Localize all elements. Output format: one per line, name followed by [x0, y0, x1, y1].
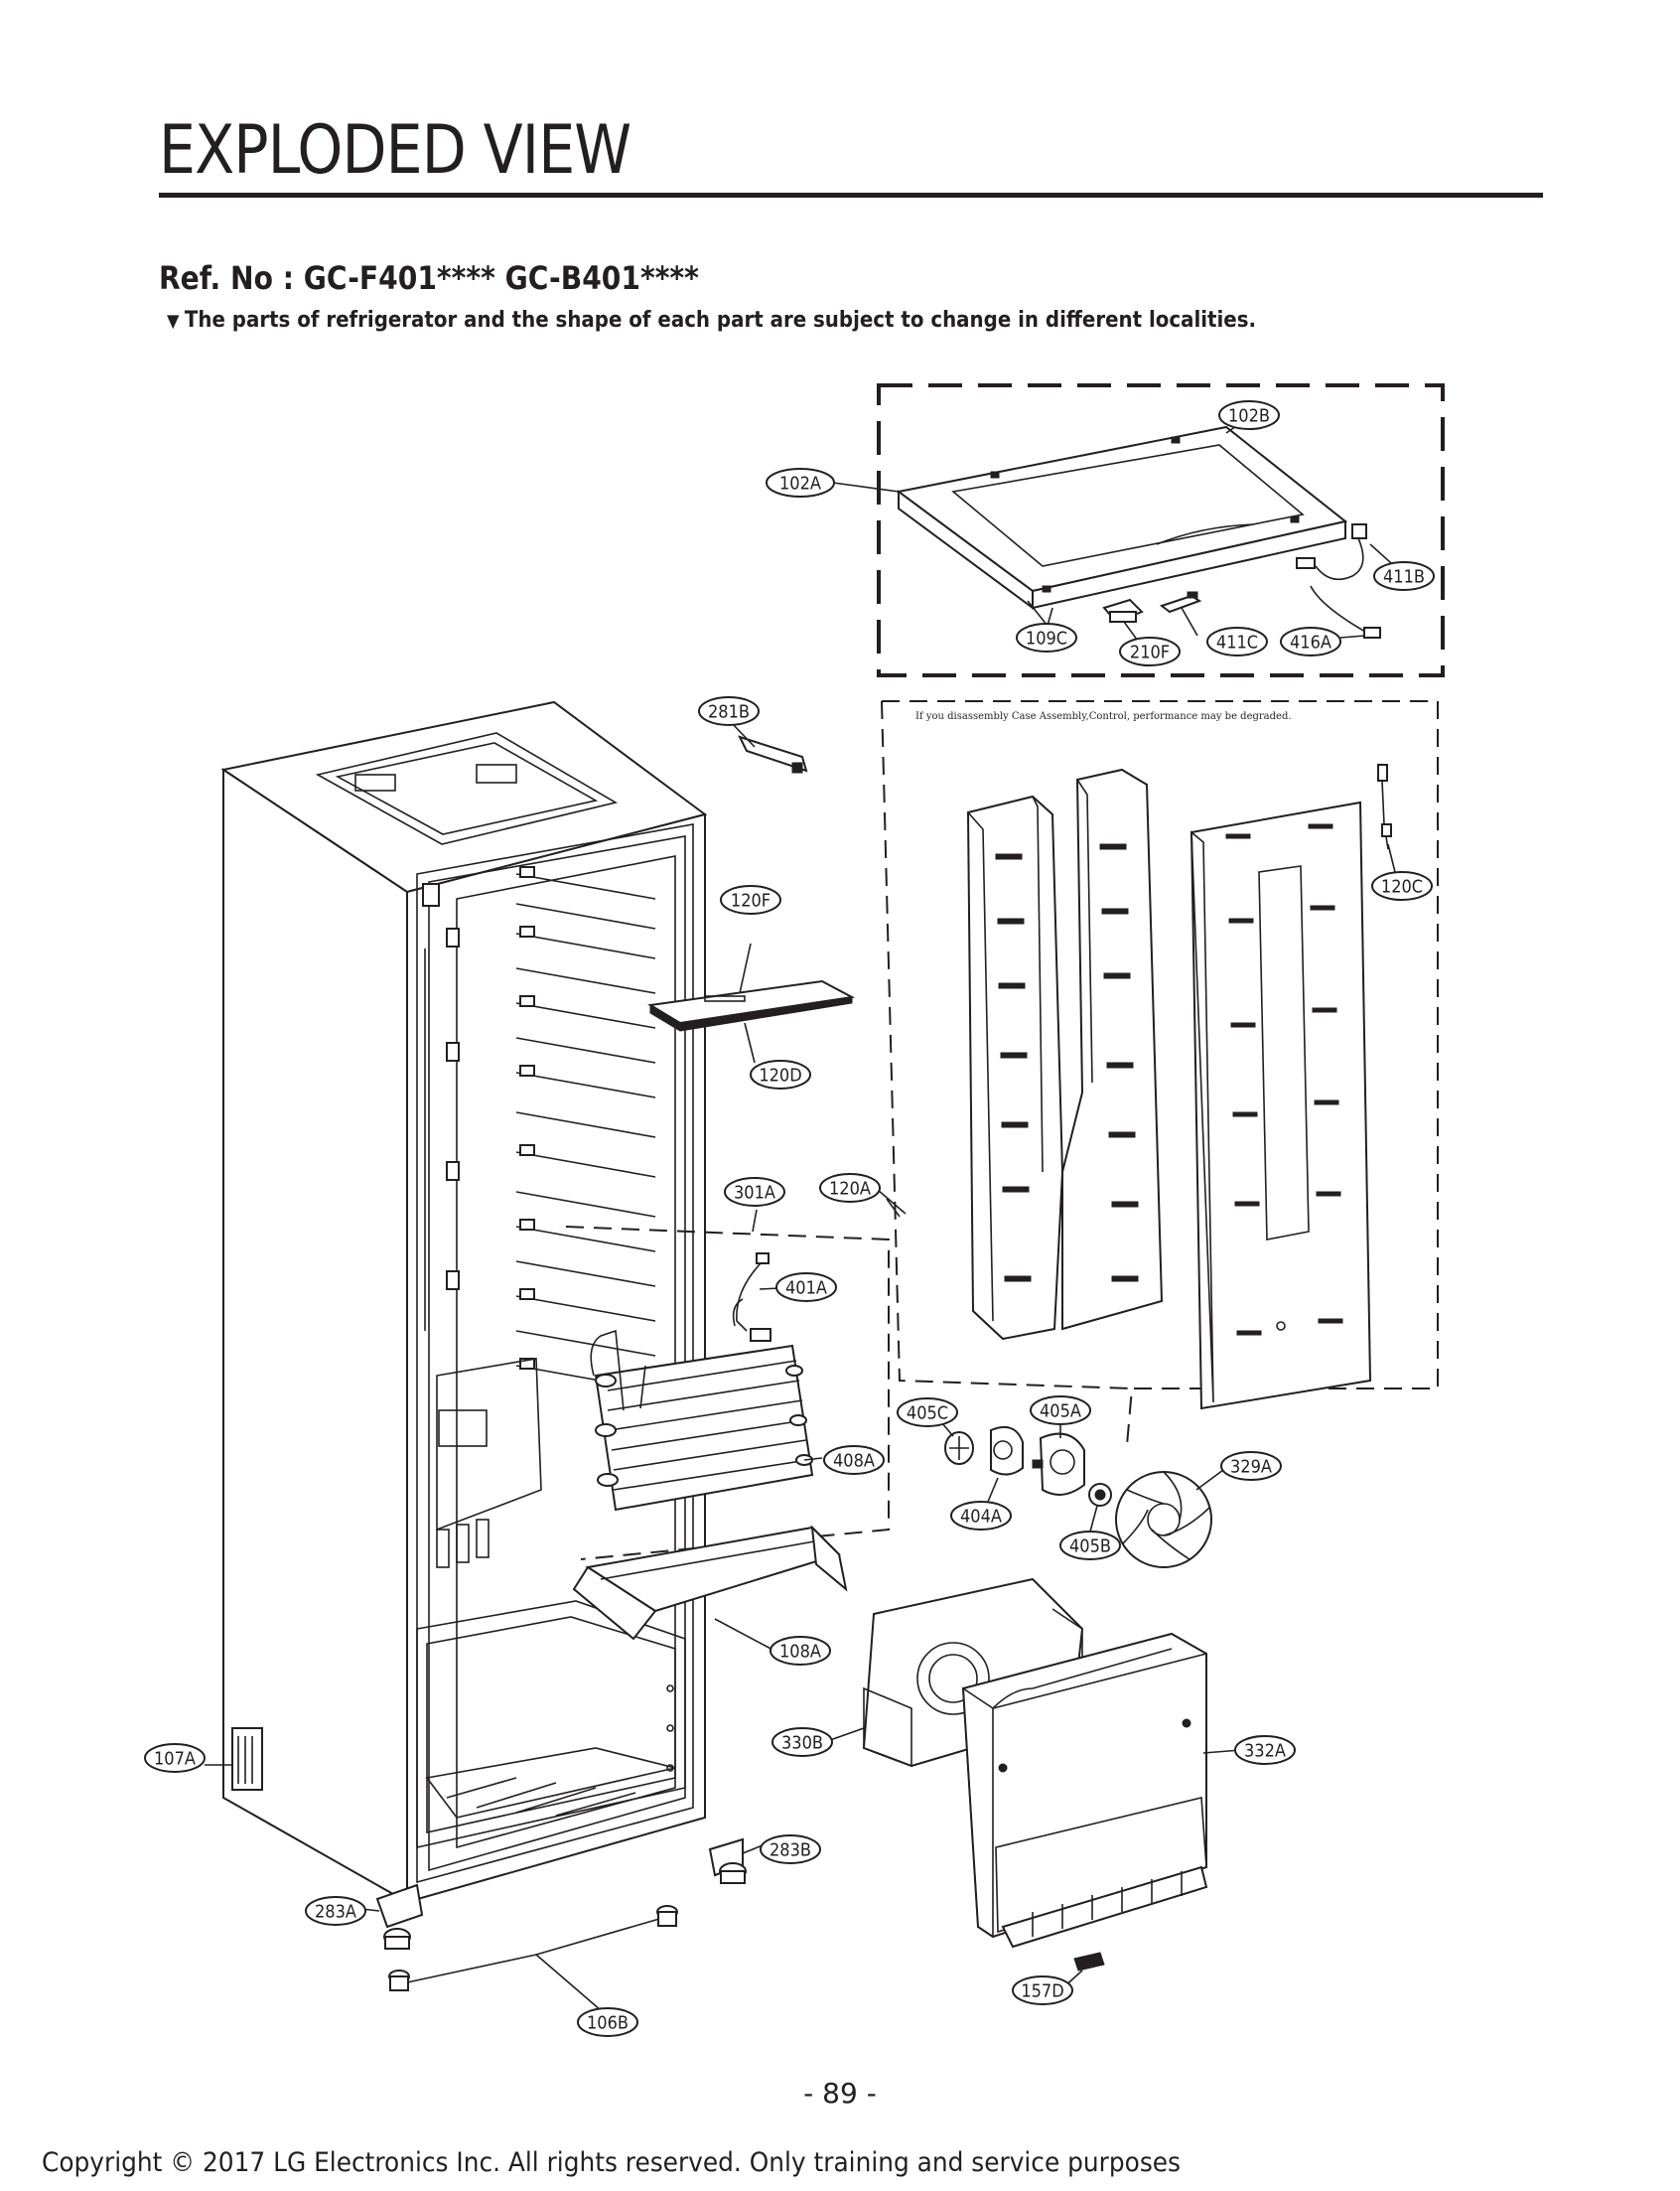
duct-dashed-outline — [882, 700, 1439, 1446]
svg-text:405B: 405B — [1069, 1536, 1111, 1557]
reference-number: Ref. No : GC-F401**** GC-B401**** — [159, 259, 699, 297]
callout-405b: 405B — [1059, 1531, 1121, 1560]
callout-210f: 210F — [1119, 637, 1181, 666]
callout-106b: 106B — [577, 2007, 638, 2037]
svg-text:330B: 330B — [781, 1733, 823, 1754]
evaporator-cover-332a — [961, 1632, 1242, 1949]
svg-text:210F: 210F — [1130, 643, 1170, 663]
refrigerator-cabinet — [205, 700, 708, 1904]
leveling-leg-106b — [388, 1905, 678, 2017]
svg-text:405C: 405C — [907, 1403, 948, 1424]
rubber-405b — [1088, 1483, 1112, 1533]
harness-401a — [732, 1252, 780, 1342]
svg-text:120F: 120F — [731, 891, 770, 912]
callout-405c: 405C — [897, 1397, 958, 1427]
fan-motor-405a — [1032, 1417, 1085, 1496]
svg-text:408A: 408A — [833, 1451, 875, 1472]
callout-120c: 120C — [1371, 871, 1433, 901]
callout-283a: 283A — [305, 1896, 366, 1926]
svg-text:401A: 401A — [785, 1278, 827, 1299]
triangle-marker: ▼ — [167, 311, 180, 332]
svg-text:107A: 107A — [154, 1749, 196, 1770]
svg-text:411B: 411B — [1383, 567, 1425, 588]
callout-416a: 416A — [1280, 627, 1341, 657]
callout-102b: 102B — [1218, 400, 1280, 430]
callout-102a: 102A — [766, 468, 835, 498]
switch-411c — [1159, 591, 1202, 614]
svg-text:108A: 108A — [779, 1642, 821, 1663]
title-rule — [159, 193, 1543, 198]
shelf-cover-120f — [647, 943, 856, 1064]
callout-157d: 157D — [1012, 1975, 1073, 2005]
sensor-210f — [1102, 598, 1144, 624]
svg-text:411C: 411C — [1216, 633, 1258, 654]
svg-text:404A: 404A — [960, 1507, 1002, 1528]
hinge-281b — [729, 720, 808, 774]
callout-109c: 109C — [1016, 623, 1077, 653]
page-number: - 89 - — [803, 2077, 877, 2110]
duct-assembly-group: If you disassembly Case Assembly,Control… — [881, 700, 1439, 1446]
fan-cap-405c — [940, 1421, 974, 1465]
callout-330b: 330B — [771, 1727, 833, 1757]
svg-text:405A: 405A — [1040, 1401, 1081, 1422]
hinge-283a — [360, 1883, 424, 1950]
svg-text:102A: 102A — [779, 474, 821, 495]
callout-108a: 108A — [770, 1636, 831, 1666]
sensor-wire-120c — [1377, 764, 1392, 850]
callout-411c: 411C — [1206, 627, 1268, 657]
harness-411b — [1296, 523, 1367, 581]
callout-329a: 329A — [1220, 1451, 1282, 1481]
callout-411b: 411B — [1373, 561, 1435, 591]
svg-text:109C: 109C — [1026, 629, 1067, 650]
control-case-group — [832, 383, 1445, 677]
harness-416a — [1310, 585, 1381, 639]
svg-text:120C: 120C — [1381, 877, 1423, 898]
callout-283b: 283B — [760, 1834, 821, 1864]
callout-120a: 120A — [819, 1173, 881, 1203]
svg-text:416A: 416A — [1290, 633, 1331, 654]
callout-401a: 401A — [775, 1272, 837, 1302]
side-vent-107a — [231, 1727, 263, 1791]
copyright-notice: Copyright © 2017 LG Electronics Inc. All… — [42, 2147, 1181, 2178]
locality-note: ▼The parts of refrigerator and the shape… — [167, 310, 1256, 332]
drain-tray-108a — [572, 1525, 848, 1652]
svg-text:157D: 157D — [1021, 1981, 1063, 2002]
duct-right-panel — [1061, 768, 1164, 1331]
callout-281b: 281B — [698, 696, 760, 726]
callout-301a: 301A — [724, 1177, 785, 1207]
callout-107a: 107A — [144, 1743, 206, 1773]
fan-blade-329a — [1115, 1469, 1224, 1568]
control-cover-plate — [896, 425, 1348, 610]
page-title: EXPLODED VIEW — [159, 111, 631, 190]
duct-left-panel — [966, 795, 1064, 1341]
callout-408a: 408A — [823, 1445, 885, 1475]
disclaimer-text: If you disassembly Case Assembly,Control… — [915, 711, 1292, 722]
duct-rear-panel — [1190, 801, 1372, 1410]
svg-text:283A: 283A — [315, 1902, 356, 1923]
hinge-283b — [708, 1837, 764, 1884]
callout-404a: 404A — [950, 1501, 1012, 1531]
svg-text:120A: 120A — [829, 1179, 871, 1200]
callout-120d: 120D — [750, 1060, 811, 1090]
svg-text:329A: 329A — [1230, 1457, 1272, 1478]
svg-text:120D: 120D — [759, 1066, 801, 1087]
svg-text:301A: 301A — [734, 1183, 775, 1204]
evaporator-408a — [590, 1329, 823, 1512]
svg-text:106B: 106B — [587, 2013, 629, 2034]
svg-text:283B: 283B — [770, 1840, 811, 1861]
svg-text:332A: 332A — [1244, 1741, 1286, 1762]
callout-120f: 120F — [720, 885, 781, 915]
callout-405a: 405A — [1030, 1395, 1091, 1425]
control-case-dashed-box — [877, 383, 1445, 677]
locality-note-text: The parts of refrigerator and the shape … — [184, 308, 1257, 333]
motor-bracket-404a — [987, 1426, 1024, 1503]
svg-text:102B: 102B — [1228, 406, 1270, 427]
callout-332a: 332A — [1234, 1735, 1296, 1765]
svg-text:281B: 281B — [708, 702, 750, 723]
